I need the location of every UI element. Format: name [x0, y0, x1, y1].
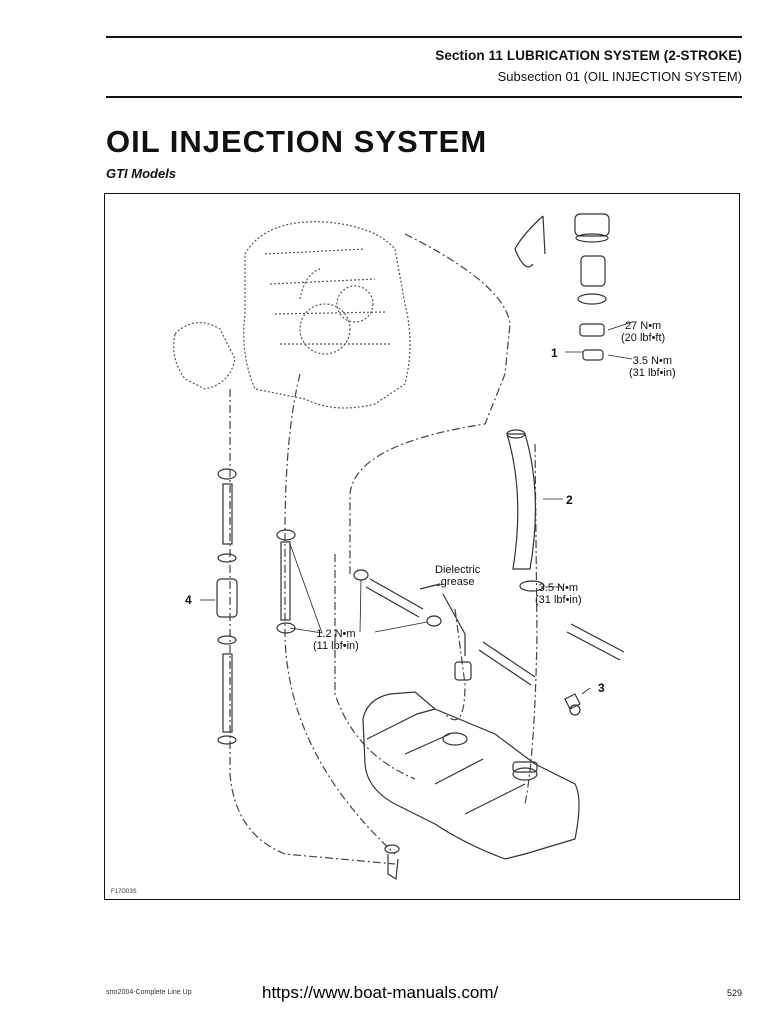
header-bottom-rule	[106, 96, 742, 98]
leader-lines	[200, 321, 633, 695]
page-title: OIL INJECTION SYSTEM	[106, 124, 488, 159]
page-number: 529	[726, 988, 742, 998]
torque-value: 3.5 N•m	[538, 582, 578, 594]
torque-alt-value: (31 lbf•in)	[535, 594, 582, 606]
torque-alt-value: (20 lbf•ft)	[621, 332, 666, 344]
callout-3: 3	[598, 681, 605, 695]
torque-label-3-5nm-hose: 3.5 N•m (31 lbf•in)	[535, 582, 582, 606]
exploded-diagram: 27 N•m (20 lbf•ft) 3.5 N•m (31 lbf•in) 3…	[104, 193, 740, 900]
oil-line-paths	[229, 233, 538, 865]
torque-alt-value: (31 lbf•in)	[629, 367, 676, 379]
section-heading: Section 11 LUBRICATION SYSTEM (2-STROKE)	[435, 48, 742, 63]
torque-value: 27 N•m	[624, 320, 662, 332]
footer-url-link[interactable]: https://www.boat-manuals.com/	[262, 983, 499, 1002]
diagram-drawing	[173, 213, 633, 881]
callout-2: 2	[566, 493, 573, 507]
engine-block-illustration	[173, 221, 411, 409]
torque-label-1-2nm: 1.2 N•m (11 lbf•in)	[313, 628, 359, 652]
dielectric-grease-note: Dielectric grease	[435, 564, 480, 588]
short-tube-right	[566, 623, 625, 661]
oil-tank-illustration	[362, 691, 580, 860]
vent-hose	[506, 433, 537, 570]
page-subtitle: GTI Models	[106, 166, 177, 181]
torque-alt-value: (11 lbf•in)	[313, 640, 359, 652]
header-top-rule	[106, 36, 742, 38]
figure-code: F17G03S	[111, 889, 137, 895]
torque-value: 3.5 N•m	[632, 355, 672, 367]
torque-value: 1.2 N•m	[316, 628, 356, 640]
torque-label-27nm: 27 N•m (20 lbf•ft)	[621, 320, 665, 344]
subsection-heading: Subsection 01 (OIL INJECTION SYSTEM)	[497, 69, 742, 84]
left-tubes	[216, 468, 296, 745]
torque-label-3-5nm-clamp: 3.5 N•m (31 lbf•in)	[629, 355, 676, 379]
footer-doc-name: smr2004-Complete Line Up	[106, 989, 192, 996]
filler-neck-parts	[514, 213, 610, 361]
note-line-2: grease	[440, 576, 475, 588]
note-line-1: Dielectric	[435, 564, 481, 576]
check-valve	[564, 693, 581, 710]
callout-4: 4	[185, 593, 192, 607]
callout-1: 1	[551, 346, 558, 360]
